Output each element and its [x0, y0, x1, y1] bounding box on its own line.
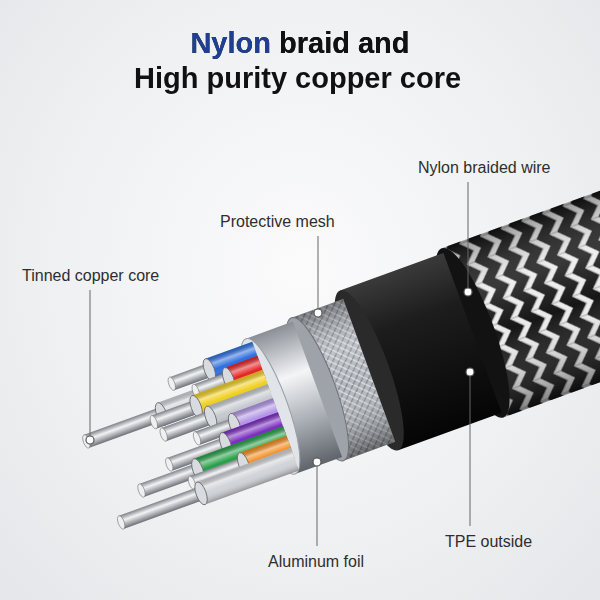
part-label: TPE outside	[445, 532, 532, 552]
leader-dots	[86, 288, 474, 466]
part-label: Nylon braided wire	[418, 158, 551, 178]
part-label: Tinned copper core	[22, 266, 159, 286]
part-label: Aluminum foil	[268, 552, 364, 572]
title: Nylon braid and High purity copper core	[134, 26, 466, 96]
cable-body	[63, 156, 600, 555]
part-label: Protective mesh	[220, 212, 335, 232]
leader-lines	[90, 182, 470, 546]
wire-bundle	[71, 342, 299, 537]
